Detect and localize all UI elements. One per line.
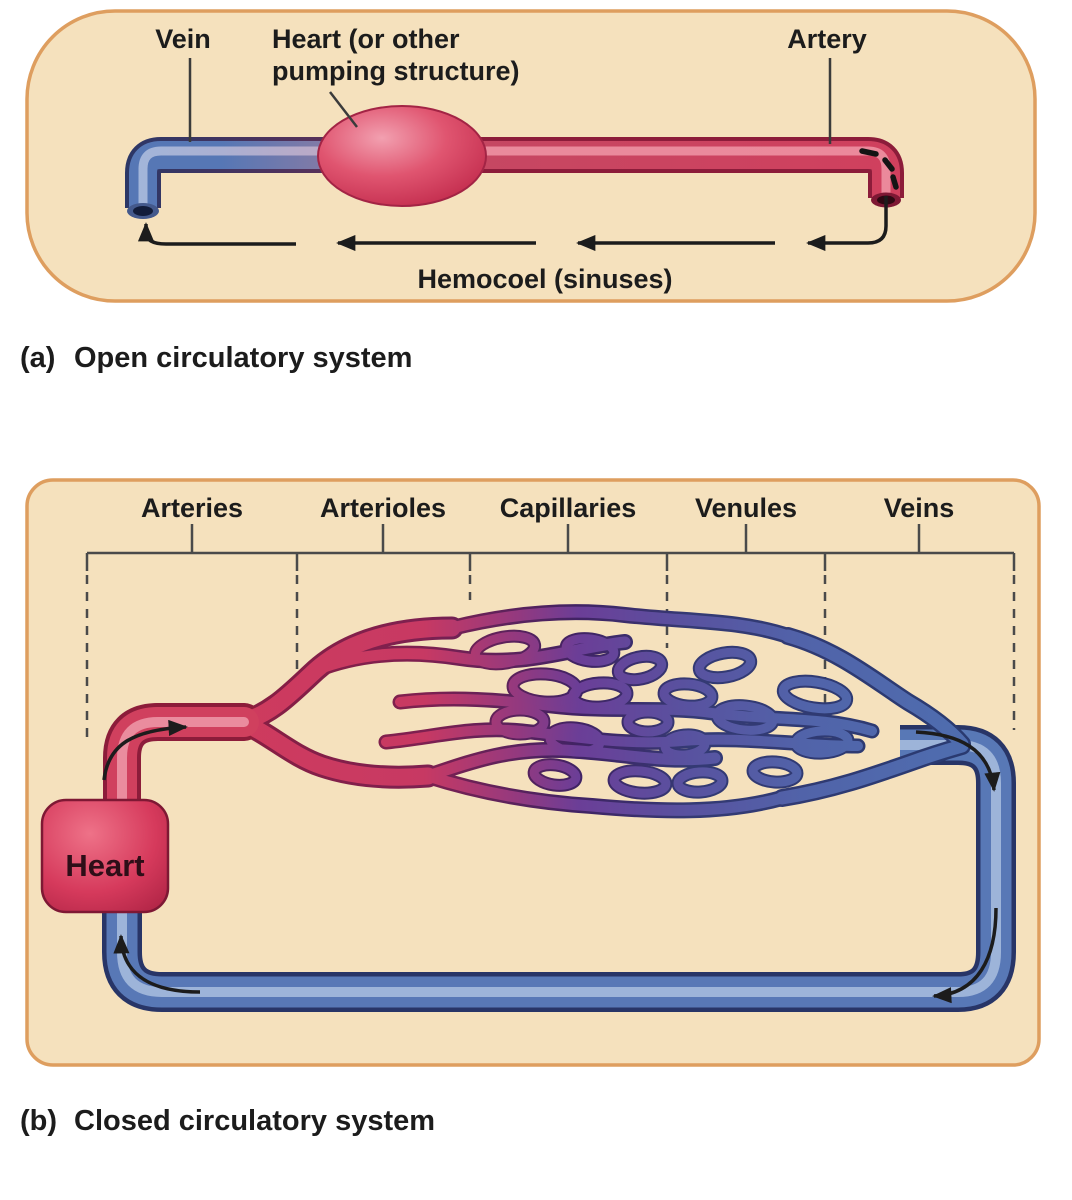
heart-pumping-bulge [317,105,487,207]
open-system-panel: Vein Heart (or other pumping structure) … [25,9,1037,303]
flow-arrow-heart-to-artery [102,719,188,781]
heart-label: Heart [65,848,144,883]
closed-system-panel: Arteries Arterioles Capillaries Venules … [25,478,1041,1067]
vein-open-end [127,203,159,219]
flow-arrow-from-artery [806,196,888,252]
heart-pointer-line [329,91,358,128]
heart: Heart [40,798,170,914]
panel-b-caption-prefix: (b) [20,1105,57,1137]
flow-arrow-into-vein [137,222,296,246]
panel-a-caption-prefix: (a) [20,342,55,374]
hemocoel-label: Hemocoel (sinuses) [417,264,672,294]
panel-a-pointer-lines [188,58,832,144]
capillaries-label: Capillaries [500,493,637,523]
heart-label-line1: Heart (or other [272,24,460,54]
arteries-label: Arteries [141,493,243,523]
vein-label: Vein [155,24,211,54]
panel-a-caption: (a) Open circulatory system [20,342,412,374]
panel-b-caption-text: Closed circulatory system [74,1105,435,1137]
closed-system-flow-arrows [102,719,1001,1004]
flow-arrow-vein-down [915,730,1001,792]
heart-label-line2: pumping structure) [272,56,520,86]
hemocoel-flow-arrows [137,196,888,252]
flow-arrow-vein-to-heart [113,934,201,994]
veins-label: Veins [884,493,955,523]
artery-flow-dashes [859,148,899,190]
artery-label: Artery [787,24,867,54]
panel-a-caption-text: Open circulatory system [74,342,412,374]
venules-label: Venules [695,493,797,523]
flow-arrow-vein-left [932,907,998,1004]
arterioles-label: Arterioles [320,493,446,523]
panel-b-caption: (b) Closed circulatory system [20,1105,435,1137]
